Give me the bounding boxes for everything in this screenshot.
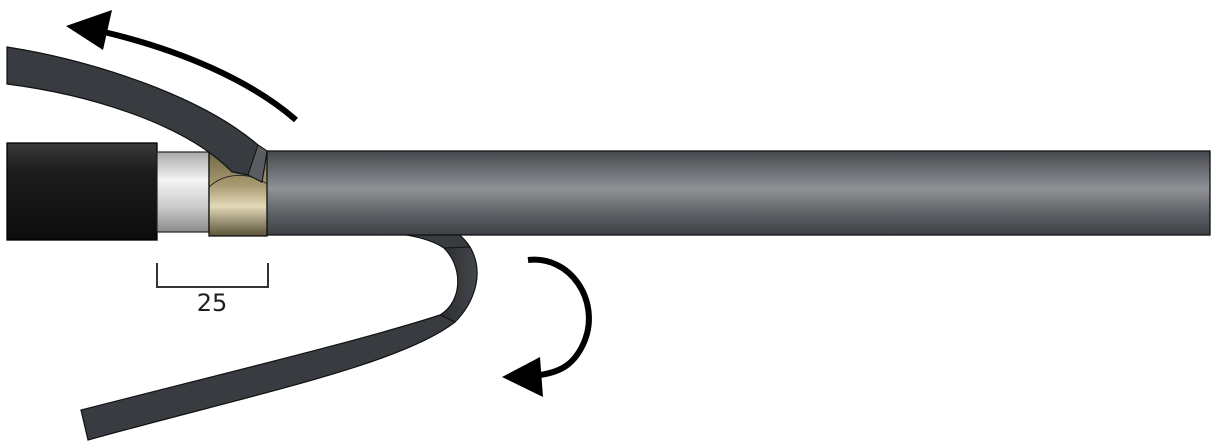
curved-arrow-clockwise-icon [502, 256, 592, 397]
heat-shrink-tube [261, 150, 1211, 236]
tape-upper-fold [247, 144, 268, 183]
curved-arrow-up-left-icon [66, 10, 298, 123]
cable-jacket [6, 142, 158, 241]
dimension-bracket [156, 263, 269, 288]
foil-shield [156, 151, 210, 233]
dimension-label: 25 [196, 289, 228, 317]
tape-lower-loop-inner-face [438, 246, 478, 323]
